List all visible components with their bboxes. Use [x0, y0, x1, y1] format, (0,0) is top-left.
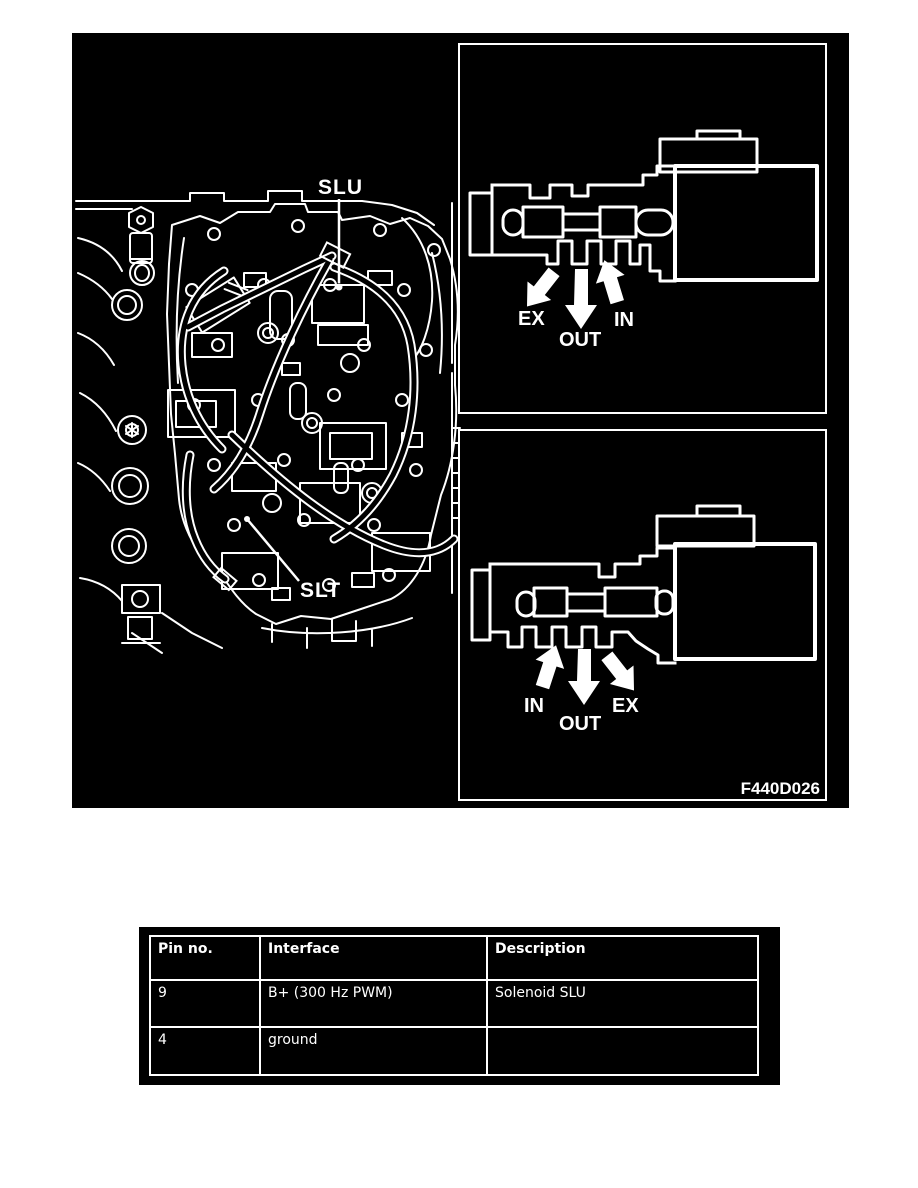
ex-port-label: EX — [518, 308, 545, 330]
slu-label: SLU — [318, 176, 363, 199]
cell-description: Solenoid SLU — [486, 979, 759, 1028]
cell-interface: ground — [259, 1026, 488, 1076]
valve-body-drawing: SLU SLT — [75, 176, 461, 654]
slu-callout: SLU — [318, 176, 363, 291]
case-top-edge — [75, 190, 363, 202]
header-pin-no: Pin no. — [149, 935, 261, 981]
ex-arrow-icon — [526, 267, 560, 307]
torx-screw — [117, 415, 147, 445]
header-interface: Interface — [259, 935, 488, 981]
spool-valve — [515, 586, 675, 618]
slt-label: SLT — [300, 579, 341, 602]
figure-panel: SLU SLT — [72, 33, 849, 808]
out-arrow-icon — [568, 649, 600, 705]
solenoid-inset-bottom: IN OUT EX F440D026 — [458, 429, 827, 801]
valve-end-cap — [470, 568, 492, 642]
table-row: 4 ground — [149, 1026, 759, 1076]
cell-interface: B+ (300 Hz PWM) — [259, 979, 488, 1028]
figure-code: F440D026 — [741, 779, 820, 798]
valve-end-cap — [468, 191, 494, 257]
hex-bolt — [128, 206, 154, 234]
solenoid-inset-top: EX OUT IN — [458, 43, 827, 414]
slt-callout: SLT — [244, 516, 341, 602]
header-description: Description — [486, 935, 759, 981]
solenoid-coil — [673, 164, 819, 282]
ex-arrow-icon — [601, 651, 635, 691]
pin-table: Pin no. Interface Description 9 B+ (300 … — [149, 935, 759, 1076]
in-port-label: IN — [524, 695, 544, 717]
spool-valve — [501, 205, 675, 239]
table-row: 9 B+ (300 Hz PWM) Solenoid SLU — [149, 979, 759, 1028]
cell-pin: 4 — [149, 1026, 261, 1076]
cell-pin: 9 — [149, 979, 261, 1028]
cell-description — [486, 1026, 759, 1076]
solenoid-coil — [673, 542, 817, 661]
in-arrow-icon — [535, 645, 565, 690]
in-arrow-icon — [595, 260, 625, 305]
pin-table-block: Pin no. Interface Description 9 B+ (300 … — [139, 927, 780, 1085]
solenoid-top-drawing: EX OUT IN — [468, 129, 819, 351]
in-port-label: IN — [614, 309, 634, 331]
out-port-label: OUT — [559, 329, 601, 351]
out-arrow-icon — [565, 269, 597, 329]
table-header-row: Pin no. Interface Description — [149, 935, 759, 981]
out-port-label: OUT — [559, 713, 601, 735]
ex-port-label: EX — [612, 695, 639, 717]
solenoid-bottom-drawing: IN OUT EX F440D026 — [470, 504, 820, 798]
wire-harness — [176, 241, 459, 592]
